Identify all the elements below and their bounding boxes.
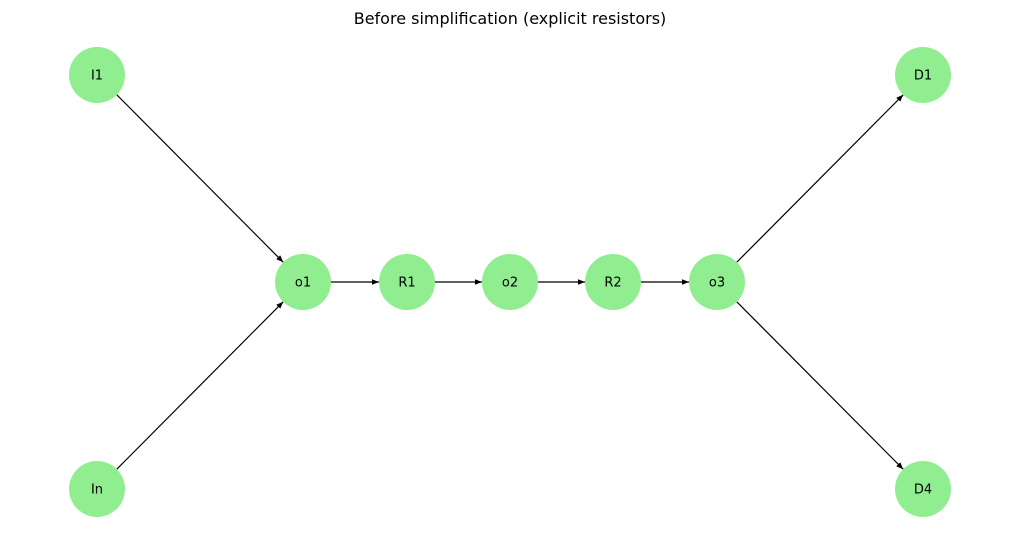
node-label: R2 (604, 276, 621, 291)
diagram-title: Before simplification (explicit resistor… (354, 9, 667, 28)
node-o2: o2 (482, 254, 538, 310)
node-label: D1 (914, 69, 932, 84)
node-label: I1 (91, 69, 103, 84)
node-circle (275, 254, 331, 310)
node-circle (379, 254, 435, 310)
node-circle (689, 254, 745, 310)
node-d4: D4 (895, 461, 951, 517)
node-r2: R2 (585, 254, 641, 310)
node-label: o2 (502, 276, 518, 291)
node-circle (895, 461, 951, 517)
node-d1: D1 (895, 47, 951, 103)
node-label: D4 (914, 483, 932, 498)
edge-i1-to-o1 (116, 94, 284, 263)
node-circle (585, 254, 641, 310)
edge-in-to-o1 (116, 301, 284, 470)
node-in: In (69, 461, 125, 517)
node-o1: o1 (275, 254, 331, 310)
node-r1: R1 (379, 254, 435, 310)
node-label: o1 (295, 276, 311, 291)
node-circle (69, 461, 125, 517)
node-circle (69, 47, 125, 103)
node-circle (895, 47, 951, 103)
node-i1: I1 (69, 47, 125, 103)
node-o3: o3 (689, 254, 745, 310)
edge-o3-to-d1 (736, 94, 904, 263)
edge-o3-to-d4 (736, 301, 904, 470)
node-label: o3 (709, 276, 725, 291)
edges-layer (116, 94, 904, 470)
node-label: R1 (398, 276, 415, 291)
node-label: In (91, 483, 103, 498)
node-circle (482, 254, 538, 310)
